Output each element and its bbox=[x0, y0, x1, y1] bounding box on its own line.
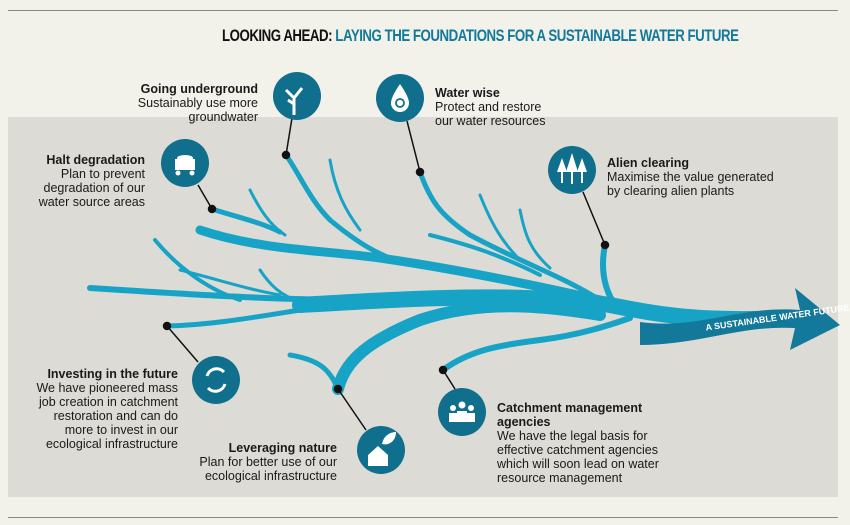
item-text: job creation in catchment bbox=[39, 395, 178, 409]
item-text: We have the legal basis for bbox=[497, 429, 648, 443]
bottom-divider bbox=[8, 517, 838, 518]
item-heading: Water wise bbox=[435, 86, 500, 100]
tree-icon bbox=[273, 72, 321, 120]
item-halt-degradation: Halt degradation Plan to prevent degrada… bbox=[39, 153, 145, 209]
item-going-underground: Going underground Sustainably use more g… bbox=[138, 82, 258, 124]
cycle-arrows-icon bbox=[192, 356, 240, 404]
item-investing-future: Investing in the future We have pioneere… bbox=[36, 367, 178, 451]
item-text: effective catchment agencies bbox=[497, 443, 658, 457]
page-title: LOOKING AHEAD: LAYING THE FOUNDATIONS FO… bbox=[222, 26, 739, 46]
item-text: groundwater bbox=[188, 110, 259, 124]
item-text: ecological infrastructure bbox=[45, 437, 178, 451]
item-text: Plan for better use of our bbox=[199, 455, 337, 469]
title-rest: LAYING THE FOUNDATIONS FOR A SUSTAINABLE… bbox=[335, 26, 739, 45]
item-heading: Alien clearing bbox=[607, 156, 689, 170]
item-text: more to invest in our bbox=[64, 423, 178, 437]
item-text: Protect and restore bbox=[435, 100, 542, 114]
item-heading: Leveraging nature bbox=[228, 441, 337, 455]
people-group-icon bbox=[438, 388, 486, 436]
item-text: ecological infrastructure bbox=[204, 469, 337, 483]
house-leaf-icon bbox=[357, 426, 405, 474]
item-text: We have pioneered mass bbox=[36, 381, 178, 395]
item-heading: Going underground bbox=[140, 82, 258, 96]
item-text: which will soon lead on water bbox=[497, 457, 659, 471]
title-lead: LOOKING AHEAD: bbox=[222, 26, 333, 45]
item-text: our water resources bbox=[435, 114, 546, 128]
top-divider bbox=[8, 10, 838, 11]
item-heading: Investing in the future bbox=[47, 367, 178, 381]
trees-icon bbox=[548, 146, 596, 194]
item-leveraging-nature: Leveraging nature Plan for better use of… bbox=[199, 441, 337, 483]
water-drop-recycle-icon bbox=[376, 74, 424, 122]
item-alien-clearing: Alien clearing Maximise the value genera… bbox=[607, 156, 774, 198]
item-heading: Catchment management agencies bbox=[497, 401, 643, 429]
item-text: degradation of our bbox=[43, 181, 145, 195]
item-text: Plan to prevent bbox=[60, 167, 145, 181]
item-text: resource management bbox=[497, 471, 623, 485]
item-catchment-agencies: Catchment management agencies We have th… bbox=[497, 401, 659, 485]
item-text: Maximise the value generated bbox=[607, 170, 774, 184]
mine-cart-icon bbox=[161, 139, 209, 187]
item-text: restoration and can do bbox=[53, 409, 178, 423]
item-text: Sustainably use more bbox=[137, 96, 258, 110]
item-heading: Halt degradation bbox=[46, 153, 145, 167]
connectors bbox=[162, 117, 610, 431]
item-text: by clearing alien plants bbox=[607, 184, 735, 198]
item-water-wise: Water wise Protect and restore our water… bbox=[435, 86, 545, 128]
river bbox=[87, 152, 798, 395]
item-text: water source areas bbox=[38, 195, 145, 209]
